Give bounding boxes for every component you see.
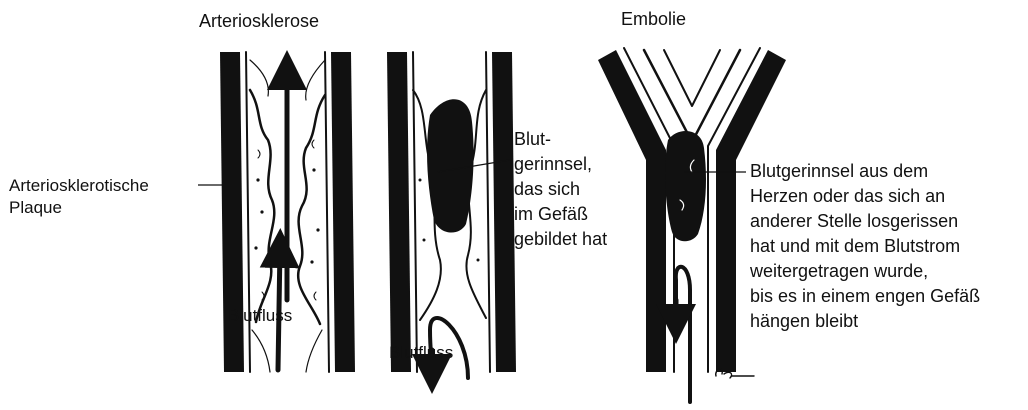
thrombus-clot [427, 99, 474, 232]
label-embolus-line: bis es in einem engen Gefäß [750, 284, 980, 309]
label-thrombus-line: gebildet hat [514, 227, 607, 252]
label-embolus-line: anderer Stelle losgerissen [750, 209, 980, 234]
label-embolus-line: hat und mit dem Blutstrom [750, 234, 980, 259]
label-embolus-line: Blutgerinnsel aus dem [750, 159, 980, 184]
label-thrombus-line: das sich [514, 177, 607, 202]
label-thrombus-line: gerinnsel, [514, 152, 607, 177]
label-embolus: Blutgerinnsel aus dem Herzen oder das si… [750, 159, 980, 334]
label-thrombus: Blut- gerinnsel, das sich im Gefäß gebil… [514, 127, 607, 252]
title-arteriosklerose: Arteriosklerose [199, 9, 319, 34]
label-embolus-line: weitergetragen wurde, [750, 259, 980, 284]
label-blutfluss-middle: Blutfluss [389, 342, 453, 364]
label-embolus-line: Herzen oder das sich an [750, 184, 980, 209]
embolus-clot [665, 131, 706, 241]
label-blutfluss-left: Blutfluss [228, 305, 292, 327]
label-plaque-line: Plaque [9, 197, 149, 219]
label-plaque-line: Arteriosklerotische [9, 175, 149, 197]
vessel-thrombus [387, 52, 516, 378]
label-thrombus-line: Blut- [514, 127, 607, 152]
label-plaque: Arteriosklerotische Plaque [9, 175, 149, 219]
label-thrombus-line: im Gefäß [514, 202, 607, 227]
title-embolie: Embolie [621, 7, 686, 32]
label-embolus-line: hängen bleibt [750, 309, 980, 334]
